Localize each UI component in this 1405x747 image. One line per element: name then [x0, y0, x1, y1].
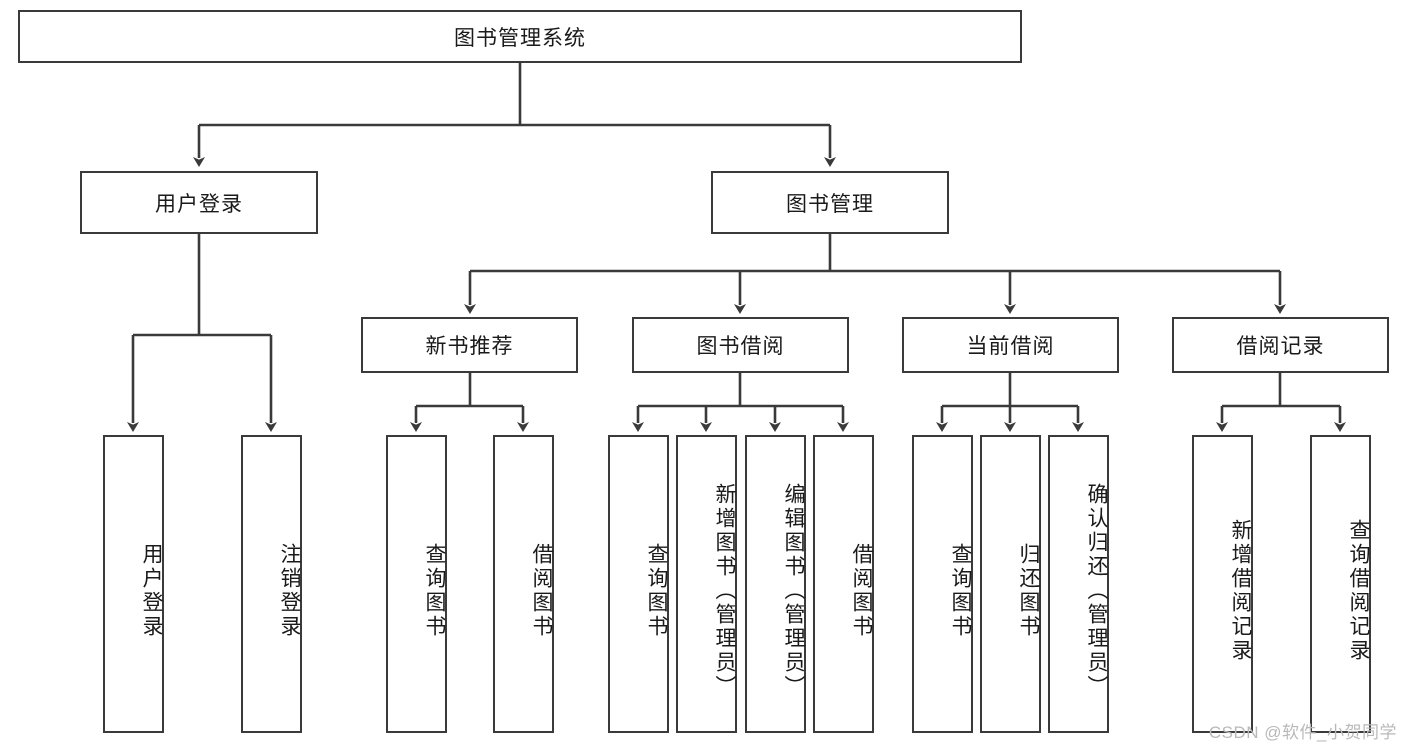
- node-label: 图书管理: [786, 192, 874, 216]
- node-label: 图书借阅: [696, 335, 785, 358]
- leaf-borrow-borrow-book[interactable]: 借阅图书: [813, 435, 874, 733]
- leaf-current-confirm-return-admin[interactable]: 确认归还（管理员）: [1048, 435, 1109, 733]
- leaf-current-query-book[interactable]: 查询图书: [912, 435, 973, 733]
- node-label: 查询图书: [949, 543, 972, 639]
- node-label: 确认归还（管理员）: [1085, 483, 1108, 699]
- node-label: 注销登录: [278, 543, 301, 639]
- node-label: 图书管理系统: [454, 26, 586, 50]
- leaf-current-return-book[interactable]: 归还图书: [980, 435, 1041, 733]
- node-borrow-record[interactable]: 借阅记录: [1172, 317, 1389, 373]
- node-label: 借阅图书: [530, 543, 553, 639]
- node-label: 用户登录: [155, 192, 243, 216]
- leaf-borrow-query-book[interactable]: 查询图书: [608, 435, 669, 733]
- node-new-book-recommend[interactable]: 新书推荐: [361, 317, 578, 373]
- node-label: 新增借阅记录: [1229, 519, 1252, 663]
- node-current-borrow[interactable]: 当前借阅: [902, 317, 1119, 373]
- node-label: 用户登录: [140, 543, 163, 639]
- leaf-record-add-record[interactable]: 新增借阅记录: [1192, 435, 1253, 733]
- leaf-record-query-record[interactable]: 查询借阅记录: [1310, 435, 1371, 733]
- node-root-system[interactable]: 图书管理系统: [18, 10, 1022, 63]
- node-label: 当前借阅: [966, 335, 1055, 358]
- node-label: 借阅图书: [850, 543, 873, 639]
- node-label: 新增图书（管理员）: [713, 483, 736, 699]
- node-label: 新书推荐: [425, 335, 514, 358]
- node-label: 借阅记录: [1236, 335, 1325, 358]
- leaf-borrow-edit-book-admin[interactable]: 编辑图书（管理员）: [745, 435, 806, 733]
- leaf-user-login-logout[interactable]: 注销登录: [241, 435, 302, 733]
- node-user-login[interactable]: 用户登录: [80, 171, 318, 234]
- node-label: 查询借阅记录: [1347, 519, 1370, 663]
- leaf-recommend-borrow-book[interactable]: 借阅图书: [493, 435, 554, 733]
- node-label: 编辑图书（管理员）: [782, 483, 805, 699]
- node-book-borrow[interactable]: 图书借阅: [632, 317, 849, 373]
- node-label: 查询图书: [645, 543, 668, 639]
- node-label: 归还图书: [1017, 543, 1040, 639]
- watermark-text: CSDN @软件_小贺同学: [1208, 723, 1397, 742]
- node-book-management[interactable]: 图书管理: [711, 171, 949, 234]
- leaf-user-login-login[interactable]: 用户登录: [103, 435, 164, 733]
- node-label: 查询图书: [423, 543, 446, 639]
- leaf-borrow-add-book-admin[interactable]: 新增图书（管理员）: [676, 435, 737, 733]
- leaf-recommend-query-book[interactable]: 查询图书: [386, 435, 447, 733]
